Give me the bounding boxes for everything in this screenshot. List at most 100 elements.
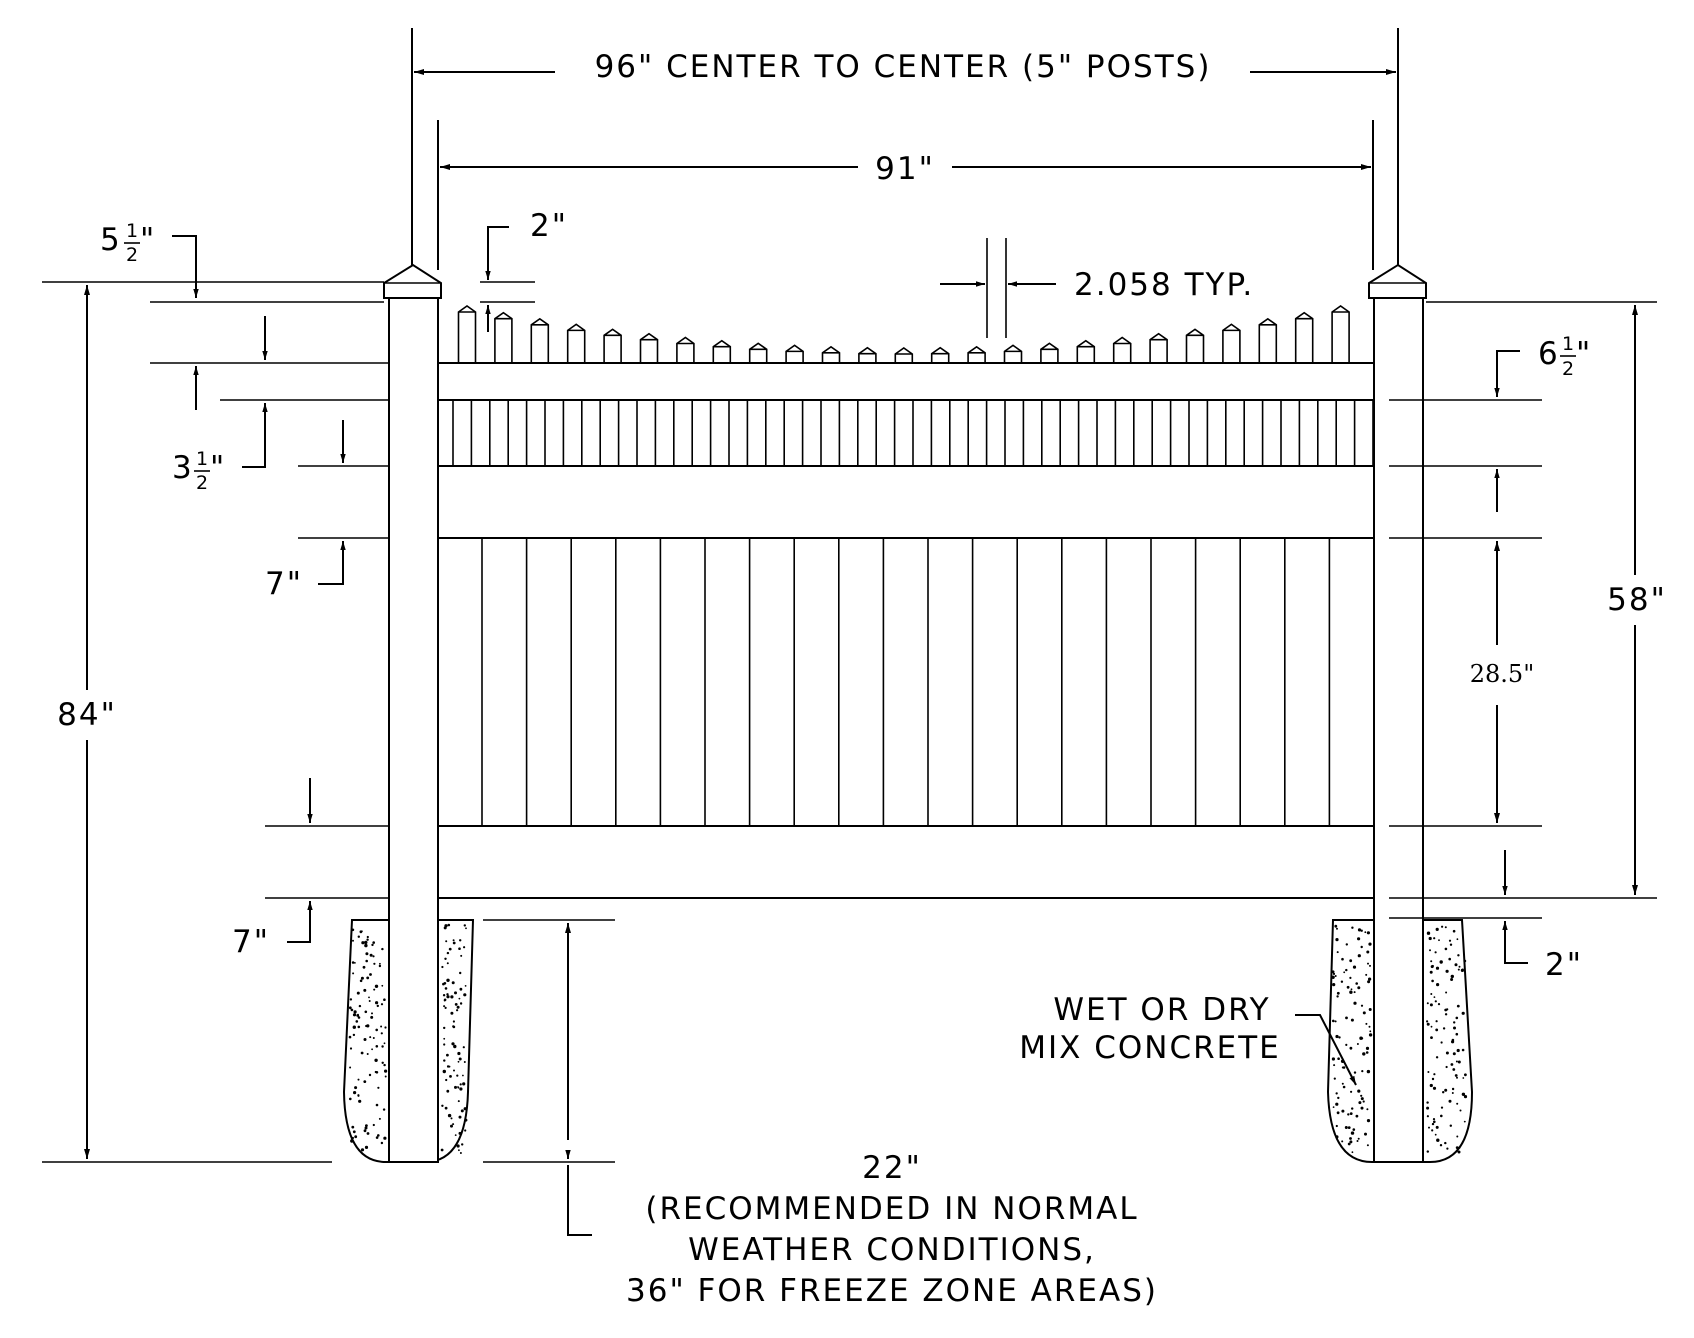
concrete-speck xyxy=(1430,960,1433,963)
concrete-speck xyxy=(373,988,376,991)
concrete-speck xyxy=(1355,982,1358,985)
concrete-speck xyxy=(1364,931,1367,934)
concrete-speck xyxy=(1356,1140,1359,1142)
concrete-speck xyxy=(355,1020,359,1023)
concrete-speck xyxy=(360,1051,364,1055)
concrete-speck xyxy=(1349,1046,1353,1050)
concrete-speck xyxy=(1456,1102,1459,1105)
concrete-speck xyxy=(1368,1033,1373,1037)
concrete-speck xyxy=(1446,1008,1449,1011)
concrete-speck xyxy=(443,1005,446,1008)
concrete-speck xyxy=(351,1125,355,1129)
concrete-speck xyxy=(1461,1048,1465,1052)
concrete-speck xyxy=(456,1005,460,1009)
concrete-speck xyxy=(1461,968,1464,971)
concrete-speck xyxy=(1450,1063,1454,1066)
concrete-speck xyxy=(365,952,369,956)
concrete-speck xyxy=(451,981,455,985)
concrete-speck xyxy=(352,939,354,942)
concrete-speck xyxy=(446,1065,450,1068)
concrete-speck xyxy=(1458,965,1461,968)
concrete-speck xyxy=(441,1104,444,1108)
concrete-speck xyxy=(383,1042,386,1045)
concrete-speck xyxy=(1434,1000,1437,1003)
dim-top-rail: 3 1 2 " xyxy=(172,316,268,494)
concrete-speck xyxy=(1433,937,1436,940)
concrete-speck xyxy=(1463,959,1467,963)
top-picket xyxy=(457,305,477,363)
concrete-speck xyxy=(1334,1020,1337,1023)
dim-ground-gap: 2" xyxy=(1502,850,1581,983)
label-depth-note-3: 36" FOR FREEZE ZONE AREAS) xyxy=(626,1273,1158,1309)
concrete-speck xyxy=(1349,959,1353,963)
concrete-speck xyxy=(1349,976,1352,980)
concrete-speck xyxy=(458,1131,462,1135)
concrete-speck xyxy=(460,1109,464,1113)
concrete-speck xyxy=(361,941,365,945)
svg-text:1: 1 xyxy=(126,220,138,242)
concrete-speck xyxy=(1440,1114,1443,1118)
concrete-speck xyxy=(463,993,467,997)
concrete-speck xyxy=(348,1006,352,1010)
concrete-speck xyxy=(452,941,456,945)
top-picket xyxy=(748,342,768,363)
concrete-speck xyxy=(1448,1099,1452,1103)
top-picket xyxy=(1258,317,1278,363)
concrete-speck xyxy=(443,998,447,1002)
concrete-speck xyxy=(458,997,461,1000)
dim-depth: 22" (RECOMMENDED IN NORMAL WEATHER CONDI… xyxy=(483,919,1158,1309)
concrete-speck xyxy=(1336,951,1339,954)
concrete-speck xyxy=(364,1010,368,1014)
concrete-speck xyxy=(1464,1073,1467,1077)
concrete-speck xyxy=(1444,1013,1448,1016)
concrete-speck xyxy=(374,1070,377,1074)
svg-text:2: 2 xyxy=(196,472,208,494)
concrete-speck xyxy=(349,1047,353,1050)
concrete-speck xyxy=(1358,1101,1362,1105)
concrete-speck xyxy=(1456,1076,1458,1079)
concrete-speck xyxy=(357,935,360,938)
concrete-speck xyxy=(375,1103,379,1107)
concrete-speck xyxy=(1429,1003,1433,1007)
concrete-speck xyxy=(1345,943,1349,946)
top-picket xyxy=(785,344,804,363)
concrete-speck xyxy=(446,978,450,982)
concrete-speck xyxy=(457,1100,460,1103)
concrete-speck xyxy=(375,1045,379,1048)
concrete-speck xyxy=(1349,990,1353,994)
concrete-speck xyxy=(1351,1151,1354,1154)
concrete-speck xyxy=(1448,939,1452,942)
concrete-speck xyxy=(1365,1051,1369,1054)
concrete-speck xyxy=(459,1087,463,1091)
concrete-speck xyxy=(1355,1114,1359,1118)
concrete-speck xyxy=(1360,1094,1363,1097)
concrete-speck xyxy=(1444,926,1447,929)
concrete-speck xyxy=(360,1148,365,1152)
concrete-speck xyxy=(454,991,457,995)
concrete-speck xyxy=(369,973,372,976)
concrete-speck xyxy=(1368,977,1372,981)
concrete-speck xyxy=(1429,1083,1433,1088)
concrete-speck xyxy=(1360,929,1363,932)
concrete-speck xyxy=(446,995,450,999)
concrete-speck xyxy=(366,935,369,939)
label-picket-spacing: 2.058 TYP. xyxy=(1074,267,1254,303)
concrete-speck xyxy=(453,1069,455,1072)
top-picket xyxy=(1294,311,1314,363)
post-cap-left xyxy=(383,263,442,299)
concrete-speck xyxy=(446,1053,449,1057)
concrete-speck xyxy=(1450,978,1454,981)
concrete-speck xyxy=(373,962,376,965)
top-picket xyxy=(1222,323,1241,363)
concrete-speck xyxy=(363,1129,367,1133)
dim-middle-rail: 7" xyxy=(265,420,346,602)
concrete-speck xyxy=(1344,1126,1348,1129)
concrete-speck xyxy=(381,984,384,987)
top-picket xyxy=(1003,344,1023,363)
concrete-speck xyxy=(1366,1069,1371,1074)
top-picket xyxy=(494,311,513,363)
concrete-speck xyxy=(459,971,462,975)
concrete-speck xyxy=(1333,1077,1336,1080)
concrete-speck xyxy=(457,1060,460,1063)
top-picket xyxy=(530,317,550,363)
